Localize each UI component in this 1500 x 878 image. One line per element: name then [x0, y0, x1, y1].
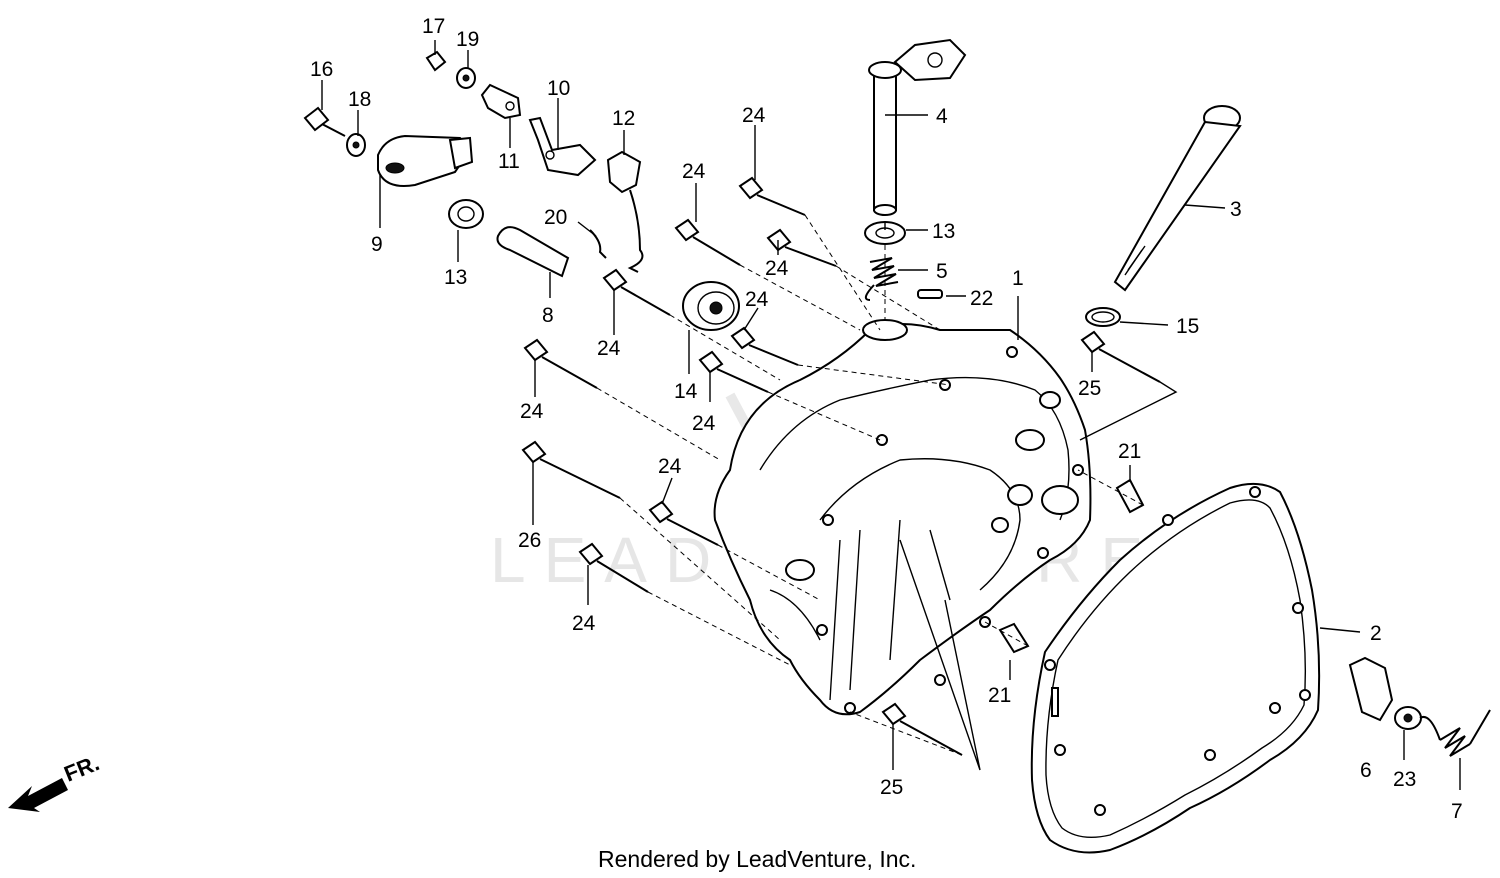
bolt-24-e	[730, 326, 799, 366]
callout-11: 11	[498, 150, 520, 173]
oil-seal-13-left	[448, 199, 484, 229]
callout-7: 7	[1451, 800, 1463, 823]
callout-15: 15	[1176, 315, 1199, 338]
bolt-17	[425, 50, 447, 72]
front-direction-label: FR.	[61, 750, 103, 786]
callout-24-h: 24	[658, 455, 682, 478]
neutral-switch	[606, 150, 644, 273]
callout-21-a: 21	[1118, 440, 1141, 463]
stopper-plate	[480, 83, 522, 120]
footer-credit: Rendered by LeadVenture, Inc.	[598, 846, 916, 872]
callout-labels: 1 2 3 4 5 6 7 8 9 10 11 12 13 13 14 15 1…	[310, 15, 1463, 823]
callout-3: 3	[1230, 198, 1242, 221]
dowel-21-b	[998, 622, 1030, 654]
washer-19	[456, 67, 476, 89]
callout-22: 22	[970, 287, 993, 310]
shift-shaft	[868, 38, 967, 216]
callout-25-b: 25	[880, 776, 903, 799]
flange-bolts	[521, 176, 1161, 756]
spring-7	[1419, 709, 1491, 757]
callout-24-g: 24	[520, 400, 544, 423]
callout-14: 14	[674, 380, 698, 403]
callout-24-b: 24	[682, 160, 706, 183]
dowel-pin-22	[917, 289, 943, 299]
bolt-16	[303, 106, 346, 137]
bearing-14	[682, 281, 740, 331]
callout-5: 5	[936, 260, 948, 283]
cover-gasket	[1030, 482, 1321, 854]
callout-19: 19	[456, 28, 479, 51]
callout-9: 9	[371, 233, 383, 256]
callout-21-b: 21	[988, 684, 1011, 707]
washer-23	[1394, 706, 1422, 730]
callout-13-left: 13	[444, 266, 467, 289]
callout-17: 17	[422, 15, 445, 38]
callout-24-i: 24	[572, 612, 596, 635]
callout-10: 10	[547, 77, 570, 100]
callout-12: 12	[612, 107, 635, 130]
callout-1: 1	[1012, 267, 1024, 290]
leader-lines	[321, 40, 1461, 790]
callout-13-right: 13	[932, 220, 955, 243]
return-spring	[864, 257, 899, 301]
oil-dipstick	[1113, 105, 1242, 292]
washer-18	[346, 133, 366, 157]
callout-18: 18	[348, 88, 371, 111]
dowel-21-a	[1115, 478, 1145, 514]
bolt-24-c	[766, 228, 837, 267]
callout-2: 2	[1370, 622, 1382, 645]
bolt-24-i	[578, 542, 649, 593]
front-direction-arrow: FR.	[8, 750, 103, 812]
bolt-24-d	[602, 268, 671, 316]
clip-20	[589, 229, 607, 259]
bolt-25-b	[881, 702, 963, 756]
callout-8: 8	[542, 304, 554, 327]
bolt-24-g	[523, 338, 598, 389]
callout-24-d: 24	[745, 288, 769, 311]
part-6	[1348, 656, 1394, 722]
bolt-24-h	[648, 500, 719, 546]
callout-25-a: 25	[1078, 377, 1101, 400]
callout-20: 20	[544, 206, 567, 229]
callout-6: 6	[1360, 759, 1372, 782]
callout-23: 23	[1393, 768, 1416, 791]
callout-16: 16	[310, 58, 333, 81]
callout-24-e: 24	[597, 337, 621, 360]
crankcase-cover	[713, 319, 1092, 716]
shift-arm	[377, 134, 474, 187]
bolt-26	[521, 440, 621, 499]
bracket-10	[528, 116, 597, 177]
callout-24-c: 24	[765, 257, 789, 280]
o-ring	[1085, 307, 1121, 327]
bolt-24-b	[674, 218, 741, 266]
callout-26: 26	[518, 529, 541, 552]
bolt-24-a	[738, 176, 806, 216]
callout-4: 4	[936, 105, 948, 128]
callout-24-f: 24	[692, 412, 716, 435]
bolt-24-f	[698, 350, 769, 393]
callout-24-a: 24	[742, 104, 766, 127]
shaft-8	[496, 226, 570, 278]
bolt-25-a	[1080, 330, 1161, 383]
